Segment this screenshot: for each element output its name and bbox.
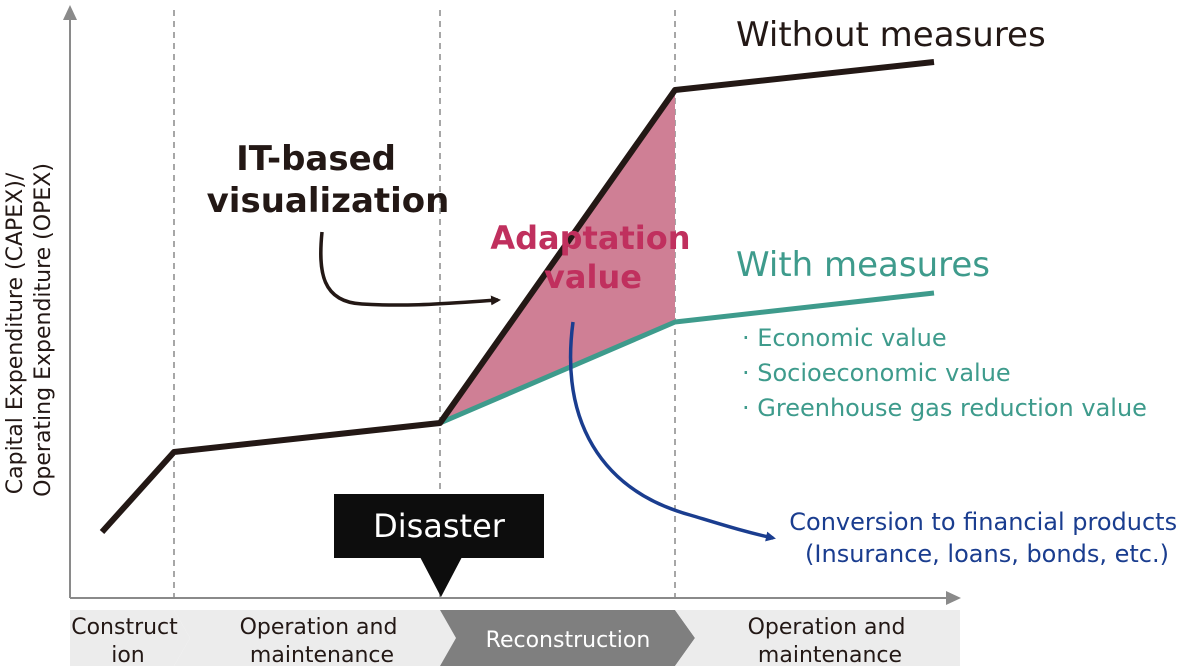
disaster-label: Disaster [373,507,506,545]
y-axis-label-line1: Capital Expenditure (CAPEX)/ [3,172,28,494]
phase-label-line: Operation and [240,615,398,640]
disaster-box [334,494,544,558]
financial-conversion-arrow [568,321,776,542]
phase-construction-label: Construct ion [71,615,185,668]
y-axis-label-line2: Operating Expenditure (OPEX) [31,163,56,497]
disaster-callout: Disaster [334,494,544,597]
phase-operation-2-label: Operation and maintenance [748,615,913,668]
value-list: · Economic value · Socioeconomic value ·… [742,324,1147,422]
without-measures-label: Without measures [736,15,1046,55]
value-list-item: · Socioeconomic value [742,359,1011,387]
phase-label-line: ion [111,643,145,668]
value-list-item: · Greenhouse gas reduction value [742,394,1147,422]
it-visualization-line2: visualization [207,181,450,221]
phase-label-line: maintenance [758,643,902,668]
y-axis-arrowhead [63,5,77,20]
with-measures-curve [439,290,935,426]
phase-operation-2 [675,610,960,666]
phase-operation-1-label: Operation and maintenance [240,615,405,668]
it-visualization-label: IT-based visualization [207,139,450,221]
phase-operation-1 [174,610,456,666]
axes [63,5,961,605]
financial-conversion-line2: (Insurance, loans, bonds, etc.) [805,540,1169,568]
adaptation-value-line1: Adaptation [490,219,690,257]
adaptation-value-label: Adaptation value [490,219,701,296]
phase-bar: Construct ion Operation and maintenance … [70,610,960,668]
phase-label-line: Operation and [748,615,906,640]
with-measures-label: With measures [736,245,990,285]
phase-reconstruction-label: Reconstruction [486,628,651,653]
phase-reconstruction [440,610,695,666]
phase-label-line: maintenance [250,643,394,668]
disaster-pointer [420,557,462,597]
phase-label-line: Construct [71,615,178,640]
it-visualization-arrow [319,231,501,307]
y-axis-label: Capital Expenditure (CAPEX)/ Operating E… [3,163,56,497]
value-list-item: · Economic value [742,324,947,352]
x-axis-arrowhead [946,591,961,605]
financial-conversion-line1: Conversion to financial products [789,508,1177,536]
without-measures-curve [99,59,935,535]
phase-construction [70,610,190,666]
adaptation-value-line2: value [544,258,642,296]
it-visualization-line1: IT-based [236,139,396,179]
financial-conversion-label: Conversion to financial products (Insura… [789,508,1184,568]
